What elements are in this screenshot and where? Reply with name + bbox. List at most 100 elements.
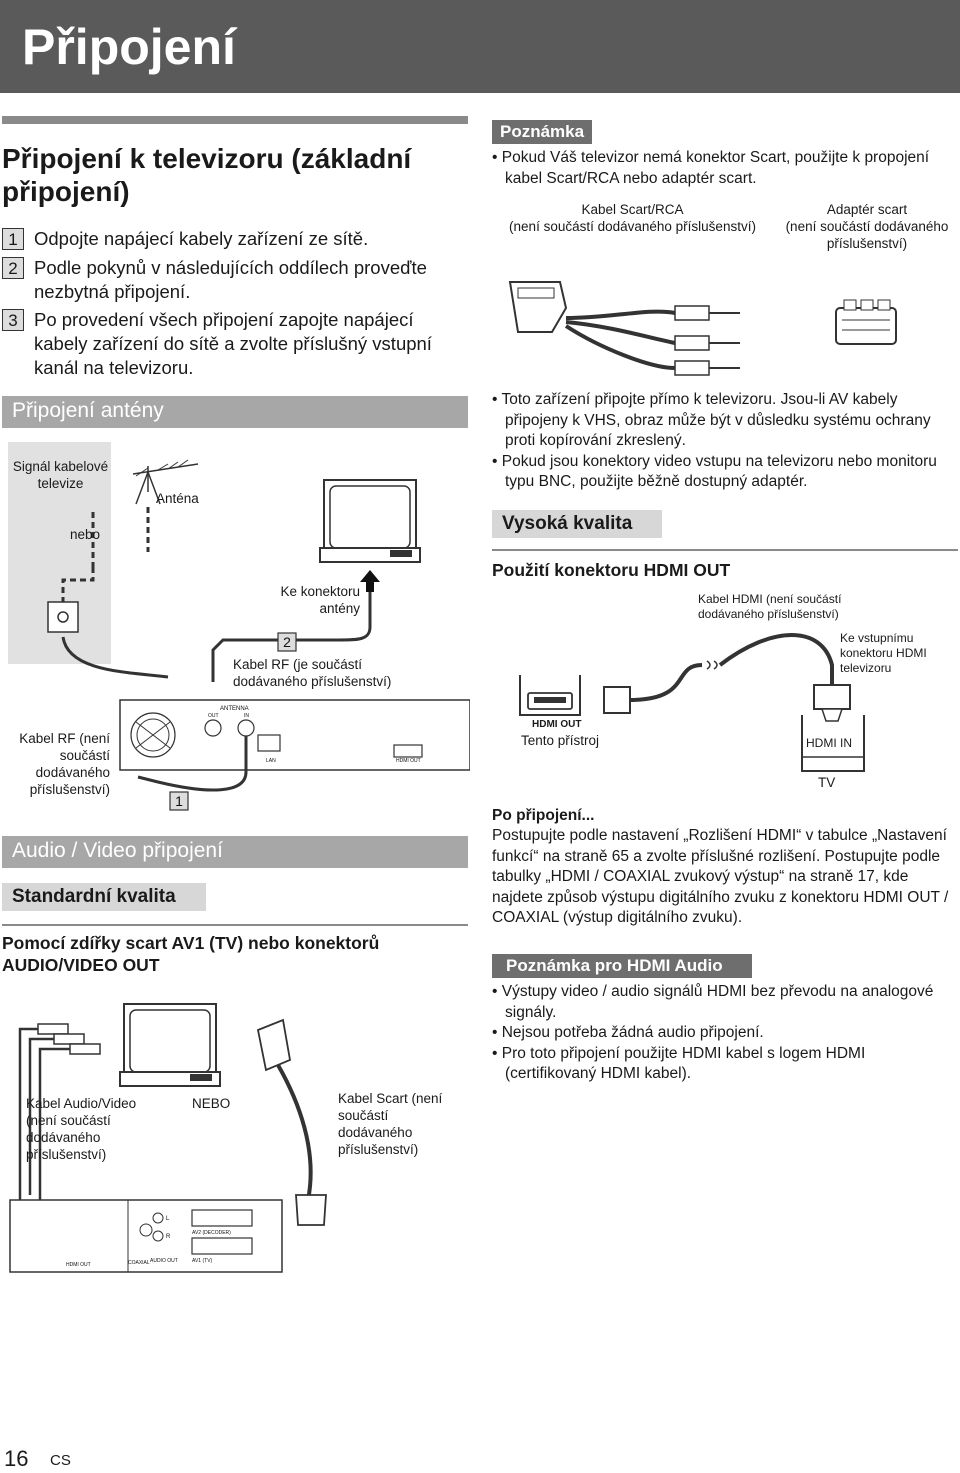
after-text: Postupujte podle nastavení „Rozlišení HD… (492, 827, 949, 926)
language-code: CS (50, 1452, 71, 1469)
this-device-label: Tento přístroj (521, 733, 600, 748)
wall-socket (47, 601, 79, 633)
hdmi-note-item: • Pro toto připojení použijte HDMI kabel… (492, 1044, 866, 1083)
to-antenna-label: Ke konektoru antény (280, 584, 360, 616)
scart-heading: Pomocí zdířky scart AV1 (TV) nebo konekt… (2, 933, 380, 975)
hdmi-note-text: Pro toto připojení použijte HDMI kabel s… (501, 1044, 866, 1083)
panel-in-label: IN (244, 713, 249, 719)
hdmi-diagram-drawing (519, 633, 865, 772)
page-title: Připojení (22, 19, 236, 75)
av-cable-label: Kabel Audio/Video (není součástí dodávan… (26, 1096, 137, 1162)
cable-signal-label: Signál kabelové televize (12, 459, 109, 491)
note-item: • Toto zařízení připojte přímo k televiz… (492, 391, 931, 449)
scart-plug-icon (508, 281, 676, 370)
antenna-section-title: Připojení antény (12, 399, 164, 422)
high-rule (492, 549, 958, 551)
hdmi-note-title: Poznámka pro HDMI Audio (506, 956, 723, 975)
note-item-text: Toto zařízení připojte přímo k televizor… (501, 391, 931, 449)
step-number: 3 (2, 309, 24, 331)
antenna-icon (132, 459, 199, 505)
antenna-section-bar: Připojení antény (2, 396, 468, 428)
av-section-bar: Audio / Video připojení (2, 836, 468, 868)
av-or-label: NEBO (192, 1096, 231, 1111)
hdmi-note-item: • Výstupy video / audio signálů HDMI bez… (492, 983, 934, 1021)
hdmi-note-text: Nejsou potřeba žádná audio připojení. (501, 1024, 764, 1041)
antenna-label: Anténa (156, 491, 199, 506)
hdmi-cable-label: Kabel HDMI (není součástí dodávaného pří… (698, 592, 842, 621)
scart-rca-drawing (508, 281, 897, 376)
panel-out-label: OUT (208, 713, 219, 719)
adapter-title: Adaptér scart (826, 202, 908, 217)
tv-input-label: Ke vstupnímu konektoru HDMI televizoru (840, 631, 927, 675)
standard-quality-title: Standardní kvalita (12, 886, 176, 907)
hdmi-note-text: Výstupy video / audio signálů HDMI bez p… (501, 983, 934, 1021)
hdmi-plug-icon (603, 633, 851, 722)
tv-label: TV (818, 775, 836, 790)
scart-rca-sub: (není součástí dodávaného příslušenství) (509, 219, 756, 234)
standard-quality-bar: Standardní kvalita (2, 883, 206, 911)
hdmi-in-label: HDMI IN (806, 736, 852, 750)
hdmi-in-port-icon (801, 715, 865, 772)
panel-antenna-label: ANTENNA (220, 706, 249, 712)
panel-av1-label: AV1 (TV) (192, 1258, 213, 1264)
page-header (0, 0, 960, 93)
antenna-diagram-drawing: 2 ANTENNA OUT IN LAN HDMI OUT 1 (8, 442, 471, 811)
step-text: Podle pokynů v následujících oddílech pr… (34, 257, 427, 302)
adapter-sub: (není součástí dodávaného příslušenství) (785, 219, 949, 251)
step-text: Odpojte napájecí kabely zařízení ze sítě… (34, 228, 369, 249)
panel-hdmi-label: HDMI OUT (66, 1262, 91, 1268)
standard-rule (2, 924, 468, 926)
note-tag: Poznámka (492, 120, 593, 144)
hdmi-out-port-icon (519, 675, 581, 716)
device-rear-panel: HDMI OUT COAXIAL AUDIO OUT AV2 (DECODER)… (9, 1199, 283, 1273)
hdmi-diagram (492, 615, 958, 795)
panel-l-label: L (166, 1216, 170, 1222)
basic-title: Připojení k televizoru (základní připoje… (2, 143, 412, 207)
rca-plugs-icon (674, 305, 740, 376)
step-number: 2 (2, 257, 24, 279)
scart-rca-diagram (500, 268, 920, 378)
or-label: nebo (70, 527, 101, 542)
hdmi-note-item: • Nejsou potřeba žádná audio připojení. (492, 1024, 764, 1041)
step-text: Po provedení všech připojení zapojte nap… (34, 309, 432, 378)
rf-not-supplied-label: Kabel RF (není součástí dodávaného přísl… (19, 731, 110, 797)
note-item: • Pokud jsou konektory video vstupu na t… (492, 452, 937, 491)
hdmi-out-label: HDMI OUT (532, 719, 582, 730)
tv-icon (319, 479, 421, 563)
after-title: Po připojení... (492, 807, 595, 824)
av-diagram: HDMI OUT COAXIAL AUDIO OUT AV2 (DECODER)… (8, 990, 470, 1280)
diagram-step-2: 2 (283, 634, 291, 650)
antenna-diagram: 2 ANTENNA OUT IN LAN HDMI OUT 1 (8, 442, 471, 812)
high-quality-bar: Vysoká kvalita (492, 510, 662, 538)
high-quality-title: Vysoká kvalita (502, 513, 633, 534)
step-1: 1 Odpojte napájecí kabely zařízení ze sí… (2, 227, 462, 251)
panel-hdmi-label: HDMI OUT (396, 758, 421, 764)
av-diagram-drawing: HDMI OUT COAXIAL AUDIO OUT AV2 (DECODER)… (9, 1003, 327, 1273)
note-item: • Pokud Váš televizor nemá konektor Scar… (492, 149, 930, 187)
hdmi-notes: • Výstupy video / audio signálů HDMI bez… (492, 982, 952, 1085)
page-number: 16 (4, 1446, 29, 1471)
panel-av2-label: AV2 (DECODER) (192, 1230, 231, 1236)
tv-icon (119, 1003, 221, 1087)
scart-adapter-icon (835, 299, 897, 345)
scart-cable-label: Kabel Scart (není součástí dodávaného př… (338, 1091, 443, 1157)
note-item-text: Pokud Váš televizor nemá konektor Scart,… (501, 149, 930, 187)
adapter-label: Adaptér scart (není součástí dodávaného … (778, 201, 956, 252)
note-item-text: Pokud jsou konektory video vstupu na tel… (501, 452, 937, 491)
step-2: 2 Podle pokynů v následujících oddílech … (2, 256, 462, 304)
panel-coaxial-label: COAXIAL (128, 1260, 150, 1266)
note-items-2: • Toto zařízení připojte přímo k televiz… (492, 390, 952, 493)
section-rule (2, 116, 468, 124)
hdmi-heading: Použití konektoru HDMI OUT (492, 560, 731, 580)
panel-lan-label: LAN (266, 758, 276, 764)
device-rear-panel: ANTENNA OUT IN LAN HDMI OUT (119, 699, 471, 771)
scart-plug-icon (256, 1018, 327, 1226)
step-number: 1 (2, 228, 24, 250)
rf-supplied-label: Kabel RF (je součástí dodávaného přísluš… (233, 657, 392, 689)
diagram-step-1: 1 (175, 793, 183, 809)
scart-rca-title: Kabel Scart/RCA (581, 202, 684, 217)
hdmi-note-bar: Poznámka pro HDMI Audio (492, 954, 752, 978)
step-3: 3 Po provedení všech připojení zapojte n… (2, 308, 462, 380)
panel-audio-out-label: AUDIO OUT (150, 1258, 178, 1264)
av-section-title: Audio / Video připojení (12, 839, 223, 862)
